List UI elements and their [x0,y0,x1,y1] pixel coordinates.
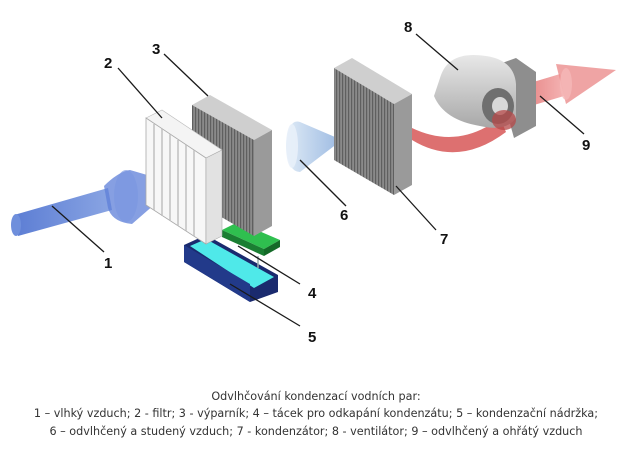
callout-5: 5 [308,329,316,346]
callout-9: 9 [582,137,590,154]
drip-tray [222,222,280,268]
cold-air-arrow [286,121,342,172]
caption-title: Odvlhčování kondenzací vodních par: [211,390,421,403]
callout-6: 6 [340,207,348,224]
condensation-tank [184,235,278,302]
leader-lines [51,33,585,327]
callout-2: 2 [104,55,112,72]
callout-1: 1 [104,255,112,272]
dehumidifier-diagram: 1 2 3 4 5 6 7 8 9 [11,19,616,346]
callout-3: 3 [152,41,160,58]
callout-8: 8 [404,19,412,36]
callout-4: 4 [308,285,317,302]
callout-numbers: 1 2 3 4 5 6 7 8 9 [104,19,590,346]
caption-legend-line-1: 1 – vlhký vzduch; 2 - filtr; 3 - výparní… [33,407,599,420]
filter [145,109,223,245]
warm-air-arrow [412,64,616,153]
fan [434,54,536,138]
callout-7: 7 [440,231,448,248]
caption-legend-line-2: 6 – odvlhčený a studený vzduch; 7 - kond… [49,425,583,438]
condenser [334,58,412,195]
